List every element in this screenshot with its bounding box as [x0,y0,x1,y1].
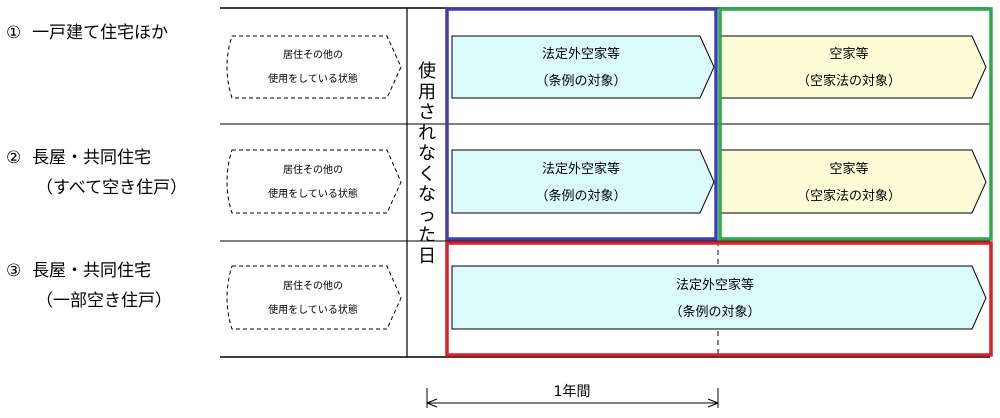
vertical-label-char: く [418,163,436,185]
row-2-number: ② [6,148,22,168]
vertical-label-char: 用 [418,81,436,103]
vertical-label-char: な [418,184,436,205]
row-3-label-line-1: 長屋・共同住宅 [32,261,152,281]
row-3-status-shape: 居住その他の 使用をしている状態 [226,265,402,330]
row-2-box-1-line-2: （条例の対象） [535,188,626,204]
row-2-box-2-line-1: 空家等 [829,161,868,177]
vertical-label-char: 日 [418,245,436,267]
vertical-label-char: っ [418,204,436,226]
row-2-status-line-2: 使用をしている状態 [268,187,358,200]
row-1-status-shape: 居住その他の 使用をしている状態 [226,35,402,99]
row-2-status-line-1: 居住その他の [283,163,343,176]
vertical-label-char: 使 [418,61,436,82]
row-2-box-1-line-1: 法定外空家等 [542,161,620,177]
vertical-label-char: さ [418,102,436,123]
row-1-box-2-line-2: （空家法の対象） [797,73,901,89]
row-2-vacant-house-law-box: 空家等 （空家法の対象） [720,149,987,214]
partial-vacancy-red-frame [445,241,993,357]
ordinance-scope-blue-frame [445,7,718,241]
row-3-status-line-1: 居住その他の [283,279,343,292]
row-3-label-line-2: （一部空き住戸） [36,291,172,311]
row-3-box-1-line-2: （条例の対象） [669,304,760,320]
row-2-label: ② 長屋・共同住宅 （すべて空き住戸） [6,143,187,203]
row-3-box-1-line-1: 法定外空家等 [676,277,754,293]
row-2-box-2-line-2: （空家法の対象） [797,188,901,204]
one-year-label: 1年間 [554,384,591,400]
row-1-vacant-house-law-box: 空家等 （空家法の対象） [720,35,987,99]
row-1-status-line-2: 使用をしている状態 [268,72,358,85]
row-1-box-1-line-1: 法定外空家等 [542,46,620,62]
row-2-status-shape: 居住その他の 使用をしている状態 [226,149,402,214]
row-2-label-line-2: （すべて空き住戸） [36,178,188,198]
vacant-house-law-green-frame [718,7,993,241]
one-year-bracket: 1年間 [426,384,719,408]
row-3-ordinance-box: 法定外空家等 （条例の対象） [451,265,987,330]
vertical-label-char: な [418,143,436,164]
row-3-status-line-2: 使用をしている状態 [268,303,358,316]
row-3-label: ③ 長屋・共同住宅 （一部空き住戸） [6,256,172,316]
row-1-label-line-1: 一戸建て住宅ほか [32,23,169,43]
row-1-status-line-1: 居住その他の [283,48,343,61]
row-1-box-2-line-1: 空家等 [829,46,868,62]
row-1-number: ① [6,23,22,43]
vertical-label: 使用されなくなった日 [412,61,442,267]
row-1-label: ① 一戸建て住宅ほか [6,18,168,48]
row-3-number: ③ [6,261,22,281]
row-2-label-line-1: 長屋・共同住宅 [32,148,152,168]
row-2-ordinance-box: 法定外空家等 （条例の対象） [451,149,715,214]
row-1-ordinance-box: 法定外空家等 （条例の対象） [451,35,715,99]
vertical-label-char: れ [418,122,436,144]
row-1-box-1-line-2: （条例の対象） [535,73,626,89]
